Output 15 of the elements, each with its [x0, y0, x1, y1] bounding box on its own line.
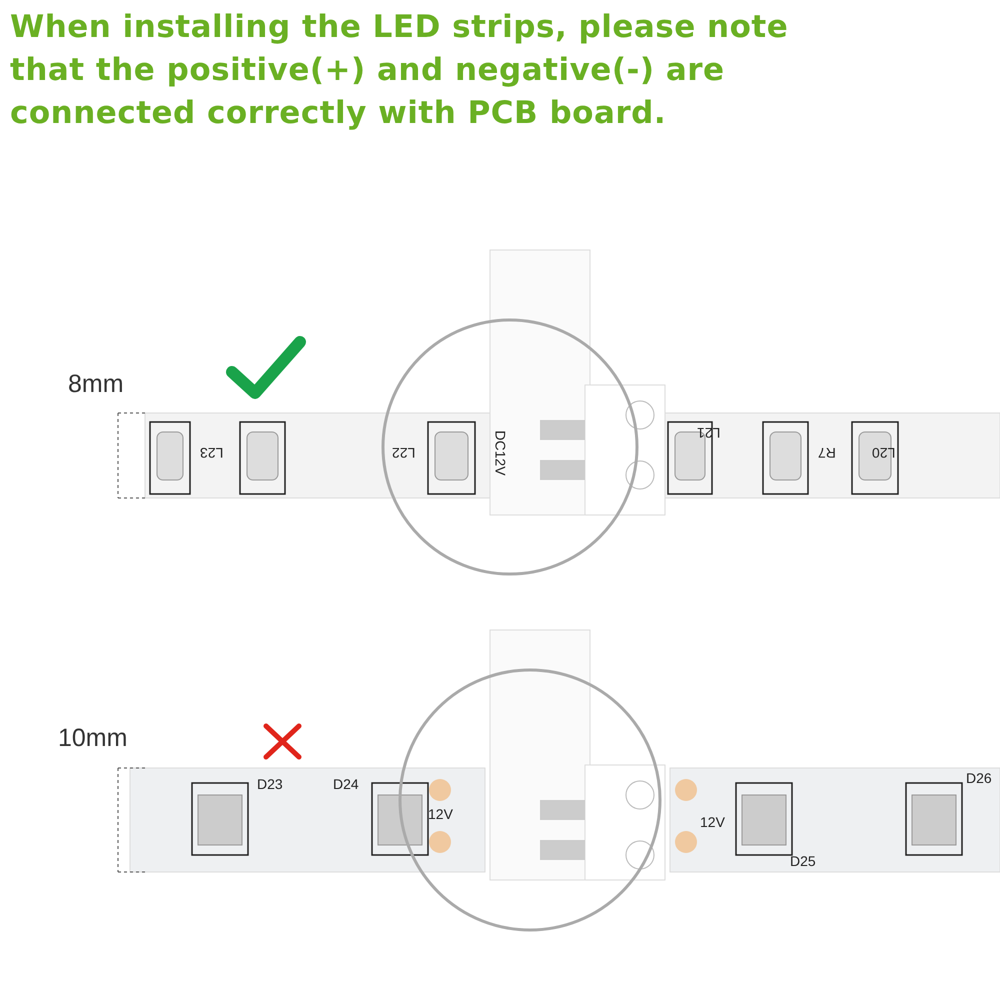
dimension-label: 8mm	[68, 370, 124, 399]
component-label: D24	[333, 776, 359, 792]
component-label: L22	[392, 445, 416, 461]
component-label: L20	[872, 445, 896, 461]
component-label: D26	[966, 770, 992, 786]
component-label: D23	[257, 776, 283, 792]
voltage-label: DC12V	[492, 430, 509, 476]
voltage-label: 12V	[428, 806, 453, 822]
component-label: D25	[790, 853, 816, 869]
voltage-label: 12V	[700, 814, 725, 830]
dimension-label: 10mm	[58, 724, 128, 753]
instruction-heading: When installing the LED strips, please note that the positive(+) and negative(-) are connected correctly with PCB board.	[10, 8, 790, 133]
component-label: R7	[818, 445, 836, 461]
component-label: L21	[697, 425, 720, 441]
component-label: L23	[200, 445, 224, 461]
